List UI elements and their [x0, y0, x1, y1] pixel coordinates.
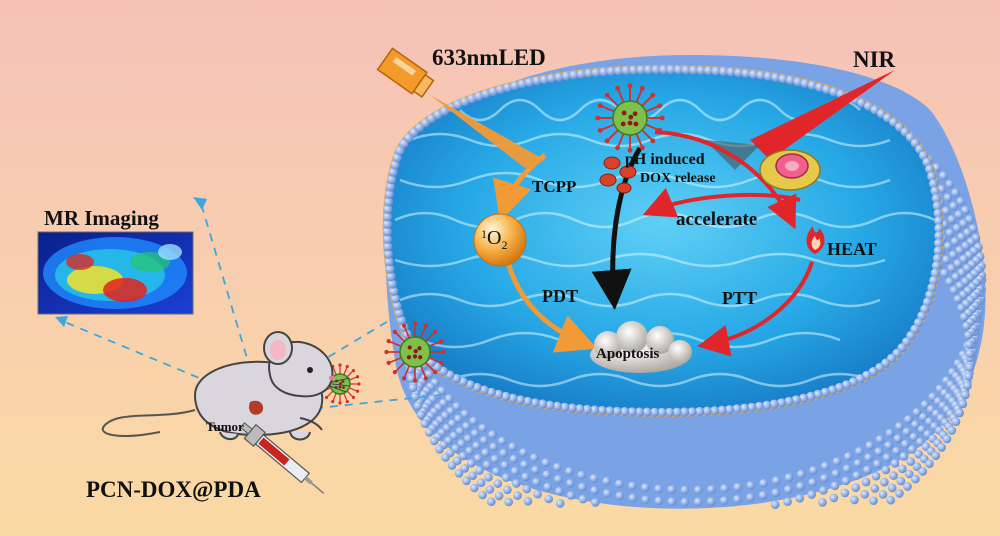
organelle-icon [759, 149, 821, 191]
light-source-label: 633nmLED [432, 45, 546, 70]
dashed-arrowhead-upper [193, 197, 207, 210]
singlet-oxygen-subscript: 2 [501, 238, 508, 252]
syringe-icon [239, 422, 325, 494]
arrow-led-to-singlet-oxygen [493, 153, 547, 222]
ph-release-label-line2: DOX release [640, 171, 716, 186]
mr-image [37, 231, 194, 315]
membrane-rim-beads [382, 64, 944, 417]
ptt-label: PTT [722, 288, 758, 308]
dox-molecules-icon [599, 156, 637, 194]
nir-label: NIR [853, 47, 896, 72]
singlet-oxygen-symbol: O [487, 227, 502, 249]
dashed-arrowhead-left [55, 316, 68, 327]
arrow-nanoparticle-to-heat [654, 130, 797, 230]
heat-label: HEAT [827, 239, 877, 259]
accelerate-label: accelerate [676, 209, 758, 230]
apoptosis-label: Apoptosis [596, 346, 660, 362]
ph-release-label-line1: pH induced [625, 151, 705, 168]
apoptosis-cloud [590, 321, 692, 373]
led-light-source-icon [376, 47, 435, 99]
pdt-label: PDT [542, 286, 578, 306]
arrow-heat-to-apoptosis [697, 261, 814, 357]
mr-imaging-label: MR Imaging [44, 206, 159, 230]
tcpp-label: TCPP [532, 177, 577, 196]
arrow-singlet-oxygen-to-apoptosis [505, 261, 598, 353]
singlet-oxygen-superscript: 1 [481, 227, 487, 241]
nanoparticle-icon-top [595, 83, 665, 153]
singlet-oxygen-label: 1O2 [481, 228, 507, 251]
nir-light-beam [750, 70, 895, 160]
arrow-accelerate [642, 187, 801, 218]
arrow-dox-release-to-apoptosis [591, 146, 643, 310]
flame-icon [806, 226, 825, 254]
tumor-label: Tumor [206, 419, 244, 434]
nanoparticle-name-label: PCN-DOX@PDA [86, 477, 261, 502]
led-light-beam [430, 95, 545, 168]
mouse-icon [101, 331, 351, 441]
singlet-oxygen-sphere [473, 213, 527, 267]
nanoparticle-icon-membrane [384, 321, 446, 383]
